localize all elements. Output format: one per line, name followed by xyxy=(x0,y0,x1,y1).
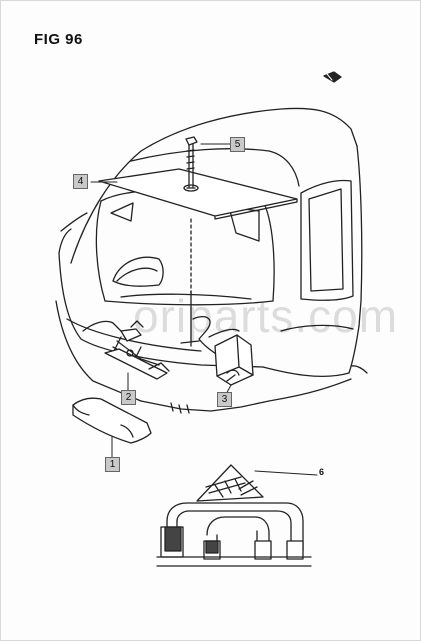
watermark-text: oriparts.com xyxy=(133,290,399,342)
bolt-part xyxy=(185,136,198,188)
callout-6[interactable]: 6 xyxy=(319,467,325,477)
callout-3[interactable]: 3 xyxy=(217,392,232,407)
scissor-jack xyxy=(82,320,170,380)
callout-4[interactable]: 4 xyxy=(73,174,88,189)
figure-title: FIG 96 xyxy=(34,31,83,48)
vehicle-body xyxy=(55,107,368,414)
wheel-bracket xyxy=(156,464,312,567)
callout-1[interactable]: 1 xyxy=(105,457,120,472)
jack-bag xyxy=(72,397,152,444)
callout-5[interactable]: 5 xyxy=(230,137,245,152)
arrow-right-icon xyxy=(323,71,342,83)
callout-2[interactable]: 2 xyxy=(121,390,136,405)
tonneau-board xyxy=(98,168,298,220)
tool-bag xyxy=(214,334,254,386)
